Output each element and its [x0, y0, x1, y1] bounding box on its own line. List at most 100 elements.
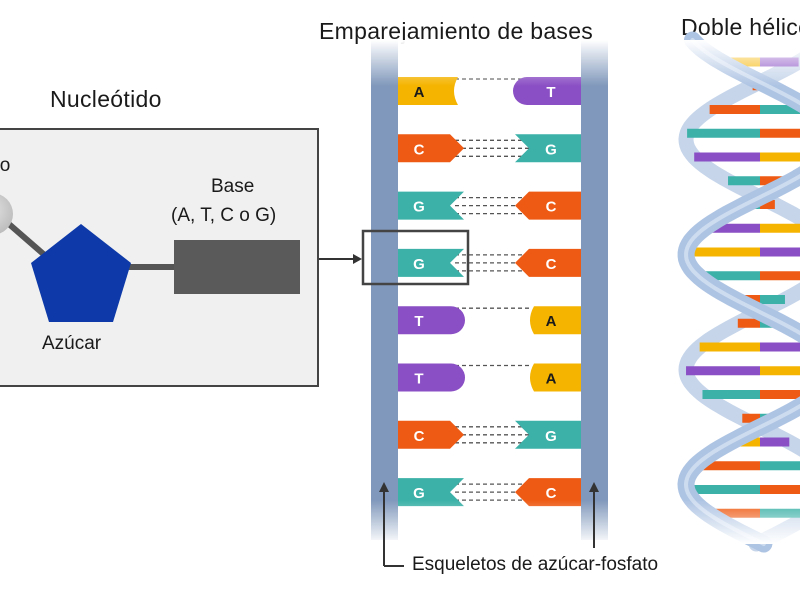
- helix-base-C: [742, 413, 760, 423]
- helix-base-A: [699, 342, 760, 352]
- backbone-arrow-right-head: [589, 482, 599, 492]
- base-letter: T: [414, 313, 423, 330]
- phosphate-circle: [0, 194, 13, 234]
- base-pairing-title: Emparejamiento de bases: [319, 18, 594, 44]
- base-letter: A: [546, 313, 557, 330]
- helix-base-G: [686, 485, 760, 494]
- base-A-tile: [530, 306, 581, 335]
- helix-base-C: [737, 318, 760, 328]
- helix-rung-18: [695, 461, 800, 471]
- helix-base-T: [760, 342, 800, 352]
- sugar-pentagon: [31, 224, 131, 322]
- base-block: [174, 240, 300, 294]
- base-letter: C: [414, 141, 425, 158]
- base-T-tile: [398, 306, 465, 335]
- base-letter: G: [545, 428, 557, 445]
- backbone-arrow-left-head: [379, 482, 389, 492]
- base-T-tile: [398, 363, 465, 392]
- helix-base-A: [686, 247, 760, 257]
- backbones-label: Esqueletos de azúcar-fosfato: [412, 554, 659, 575]
- helix-rung-19: [686, 485, 800, 494]
- helix-base-T: [704, 223, 760, 233]
- top-fade: [360, 40, 800, 86]
- helix-base-A: [760, 223, 800, 233]
- helix-base-G: [760, 461, 800, 471]
- right-backbone: [581, 40, 608, 540]
- base-letter: G: [545, 141, 557, 158]
- base-letter: C: [414, 428, 425, 445]
- base-letter: G: [413, 485, 425, 502]
- helix-rung-9: [686, 247, 800, 257]
- helix-base-C: [695, 461, 760, 471]
- helix-base-G: [760, 105, 800, 114]
- base-C-tile: [515, 191, 581, 220]
- base-options-label: (A, T, C o G): [171, 205, 277, 226]
- base-C-tile: [398, 420, 464, 449]
- helix-base-G: [760, 295, 785, 304]
- base-G-tile: [515, 134, 581, 163]
- helix-rung-10: [698, 271, 800, 281]
- helix-base-T: [760, 437, 790, 447]
- base-G-tile: [515, 420, 581, 449]
- left-backbone: [371, 40, 398, 540]
- base-A-tile: [530, 363, 581, 392]
- nucleotide-title: Nucleótido: [50, 86, 162, 112]
- helix-base-G: [687, 128, 760, 138]
- helix-rung-13: [699, 342, 800, 352]
- base-letter: A: [546, 371, 557, 388]
- sugar-label: Azúcar: [42, 333, 102, 354]
- helix-base-A: [760, 152, 800, 162]
- helix-rung-4: [687, 128, 800, 138]
- base-C-tile: [515, 248, 581, 277]
- double-helix: [677, 31, 800, 553]
- base-G-tile: [398, 478, 464, 507]
- phosphate-label: Fosfato: [0, 155, 11, 176]
- pointer-arrow-head: [353, 254, 362, 264]
- base-letter: T: [546, 84, 555, 101]
- base-G-tile: [398, 248, 464, 277]
- base-letter: C: [546, 485, 557, 502]
- helix-base-C: [760, 390, 800, 399]
- helix-base-G: [702, 390, 760, 399]
- helix-base-G: [728, 176, 760, 186]
- helix-base-T: [760, 247, 800, 257]
- helix-base-G: [698, 271, 760, 281]
- helix-base-T: [694, 152, 760, 162]
- helix-rung-3: [709, 105, 800, 114]
- helix-base-C: [709, 105, 760, 114]
- helix-rung-15: [702, 390, 800, 399]
- helix-base-C: [760, 485, 800, 494]
- helix-strand-highlight: [683, 38, 800, 546]
- base-C-tile: [398, 134, 464, 163]
- base-letter: T: [414, 371, 423, 388]
- base-letter: G: [413, 199, 425, 216]
- highlight-box: [361, 229, 470, 286]
- base-letter: C: [546, 256, 557, 273]
- bottom-fade: [360, 500, 800, 544]
- base-letter: A: [414, 84, 425, 101]
- base-C-tile: [515, 478, 581, 507]
- helix-rung-14: [686, 366, 800, 376]
- helix-rung-8: [704, 223, 800, 233]
- helix-strand-back: [678, 52, 800, 552]
- double-helix-title: Doble hélice: [681, 14, 800, 40]
- base-G-tile: [398, 191, 464, 220]
- helix-base-T: [686, 366, 760, 376]
- base-letter: G: [413, 256, 425, 273]
- helix-base-A: [760, 366, 800, 376]
- helix-base-C: [760, 128, 800, 138]
- base-label: Base: [211, 176, 255, 197]
- base-letter: C: [546, 199, 557, 216]
- helix-base-C: [760, 271, 800, 281]
- helix-base-C: [760, 200, 775, 209]
- helix-rung-5: [694, 152, 800, 162]
